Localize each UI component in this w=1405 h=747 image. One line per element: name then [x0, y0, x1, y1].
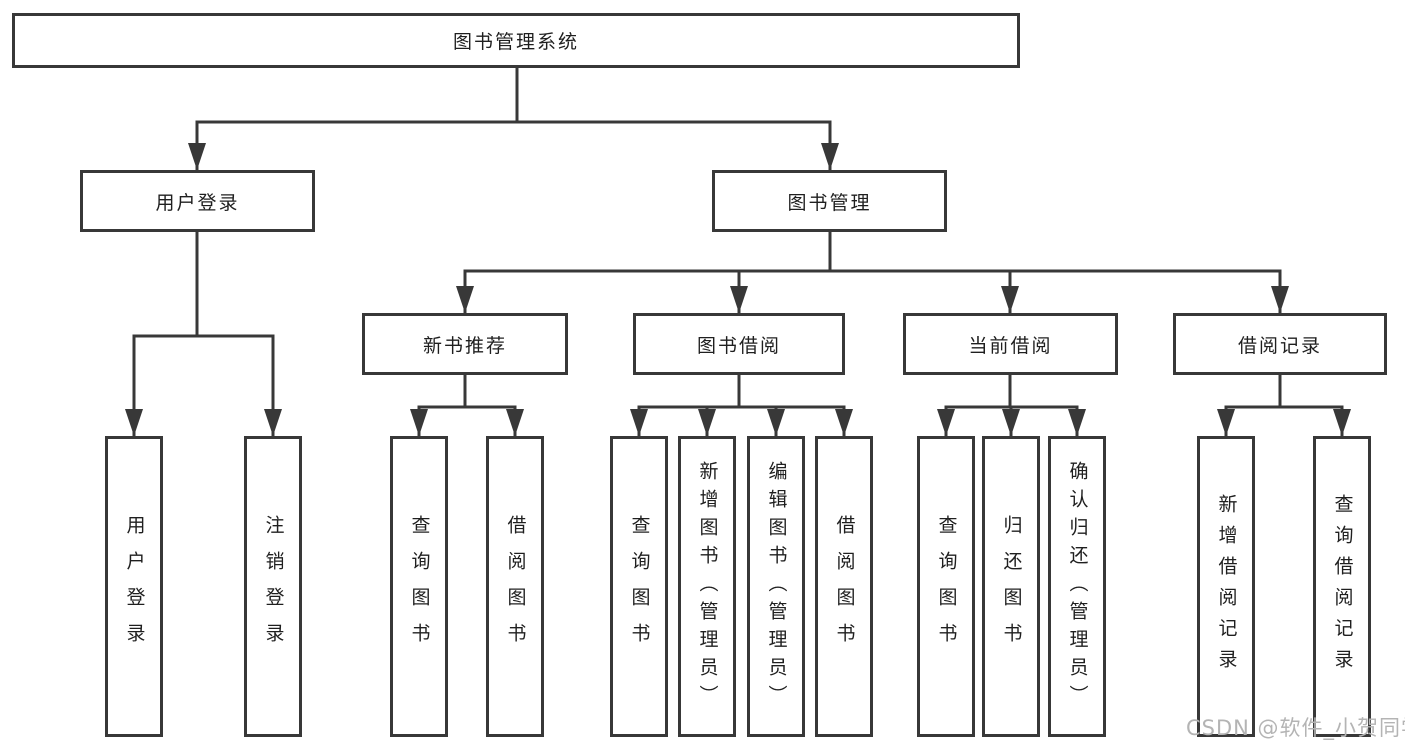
leaf-user-login-label: 用户登录 [123, 514, 146, 659]
connector-current-borrowing-trunk [944, 375, 1079, 409]
leaf-query-books-current: 查询图书 [917, 436, 975, 737]
leaf-query-books-borrowing-label: 查询图书 [628, 514, 651, 659]
node-root: 图书管理系统 [12, 13, 1020, 68]
leaf-edit-books-admin: 编辑图书（管理员） [747, 436, 805, 737]
leaf-borrow-books-borrowing-label: 借阅图书 [833, 514, 856, 659]
csdn-watermark: CSDN @软件_小贺同学 [1186, 716, 1405, 740]
leaf-add-borrow-record-label: 新增借阅记录 [1215, 493, 1238, 680]
leaf-add-borrow-record: 新增借阅记录 [1197, 436, 1255, 737]
leaf-user-login: 用户登录 [105, 436, 163, 737]
leaf-add-books-admin-label: 新增图书（管理员） [696, 460, 719, 713]
connector-book-management-trunk [463, 232, 1282, 273]
node-book-borrowing-label: 图书借阅 [696, 334, 781, 357]
leaf-edit-books-admin-label: 编辑图书（管理员） [765, 460, 788, 713]
connector-new-book-recommend-trunk [417, 375, 517, 409]
leaf-confirm-return-admin: 确认归还（管理员） [1048, 436, 1106, 737]
node-book-management-label: 图书管理 [787, 191, 872, 214]
leaf-add-books-admin: 新增图书（管理员） [678, 436, 736, 737]
leaf-query-books-recommend-label: 查询图书 [408, 514, 431, 659]
leaf-confirm-return-admin-label: 确认归还（管理员） [1066, 460, 1089, 713]
connector-root-trunk [195, 68, 832, 124]
leaf-return-books: 归还图书 [982, 436, 1040, 737]
leaf-borrow-books-recommend-label: 借阅图书 [504, 514, 527, 659]
node-current-borrowing-label: 当前借阅 [968, 334, 1053, 357]
node-borrowing-records-label: 借阅记录 [1237, 334, 1322, 357]
leaf-query-books-recommend: 查询图书 [390, 436, 448, 737]
leaf-return-books-label: 归还图书 [1000, 514, 1023, 659]
node-book-management: 图书管理 [712, 170, 947, 232]
node-root-label: 图书管理系统 [452, 31, 579, 53]
leaf-logout-login-label: 注销登录 [262, 514, 285, 659]
leaf-borrow-books-recommend: 借阅图书 [486, 436, 544, 737]
leaf-query-books-current-label: 查询图书 [935, 514, 958, 659]
node-new-book-recommend: 新书推荐 [362, 313, 568, 375]
leaf-borrow-books-borrowing: 借阅图书 [815, 436, 873, 737]
leaf-query-borrow-record-label: 查询借阅记录 [1331, 493, 1354, 680]
connector-borrowing-records-trunk [1224, 375, 1344, 409]
node-user-login-label: 用户登录 [155, 191, 240, 214]
connector-user-login-trunk [132, 232, 275, 338]
node-user-login: 用户登录 [80, 170, 315, 232]
node-borrowing-records: 借阅记录 [1173, 313, 1387, 375]
node-new-book-recommend-label: 新书推荐 [422, 334, 507, 357]
connector-book-borrowing-trunk [637, 375, 846, 409]
node-current-borrowing: 当前借阅 [903, 313, 1118, 375]
leaf-query-books-borrowing: 查询图书 [610, 436, 668, 737]
leaf-logout-login: 注销登录 [244, 436, 302, 737]
node-book-borrowing: 图书借阅 [633, 313, 845, 375]
leaf-query-borrow-record: 查询借阅记录 [1313, 436, 1371, 737]
